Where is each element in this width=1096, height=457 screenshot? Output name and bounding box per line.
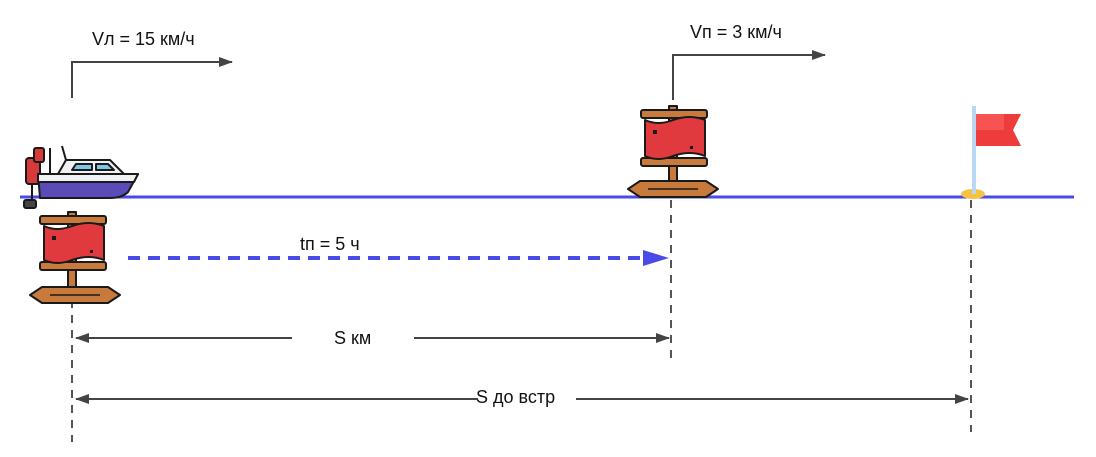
raft-speed-label: Vп = 3 км/ч [690,22,782,42]
raft-speed-arrow [672,50,826,100]
raft-start-icon [29,211,121,304]
distance-meet-label: S до встр [476,387,556,407]
raft-icon [627,105,719,198]
raft-time-label: tп = 5 ч [300,234,360,254]
boat-speed-label: Vл = 15 км/ч [92,29,195,49]
motorboat-icon [23,145,139,209]
flag-icon [961,106,1021,199]
distance-s-label: S км [334,328,372,348]
boat-speed-arrow [71,57,233,98]
